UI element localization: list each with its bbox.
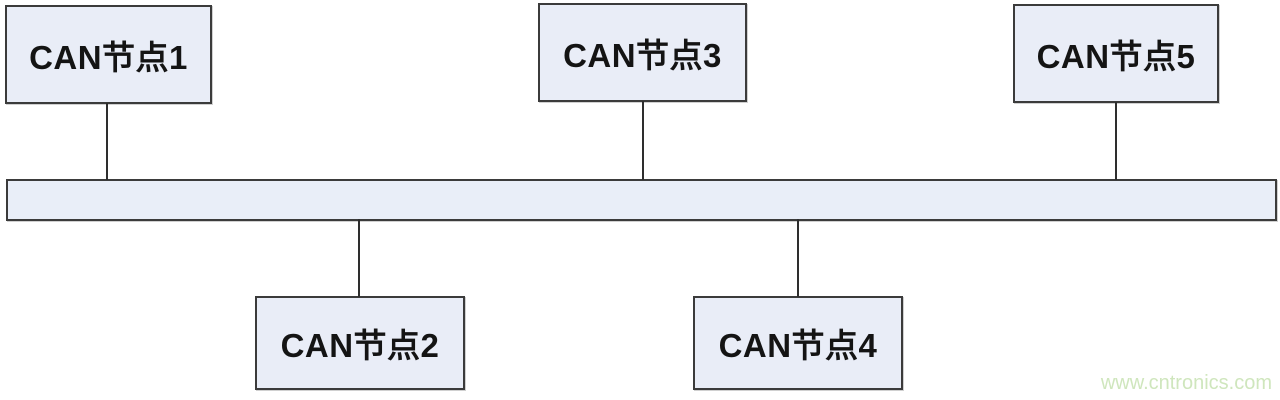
connector-node1-to-bus [106,103,108,180]
connector-node3-to-bus [642,101,644,180]
node-box-can-4: CAN节点4 [693,296,903,390]
node-box-can-1: CAN节点1 [5,5,212,104]
can-bus-bar [6,179,1277,221]
node-label-can-5: CAN节点5 [1036,37,1196,75]
watermark: www.cntronics.com [1100,372,1272,394]
node-label-can-2: CAN节点2 [280,327,440,364]
node-box-can-2: CAN节点2 [255,296,465,390]
connector-node5-to-bus [1115,102,1117,180]
node-label-can-3: CAN节点3 [563,36,722,74]
node-label-can-1: CAN节点1 [29,38,188,76]
node-box-can-3: CAN节点3 [538,3,747,102]
node-label-can-4: CAN节点4 [718,327,878,364]
connector-bus-to-node4 [797,219,799,297]
connector-bus-to-node2 [358,219,360,297]
node-box-can-5: CAN节点5 [1013,4,1219,103]
